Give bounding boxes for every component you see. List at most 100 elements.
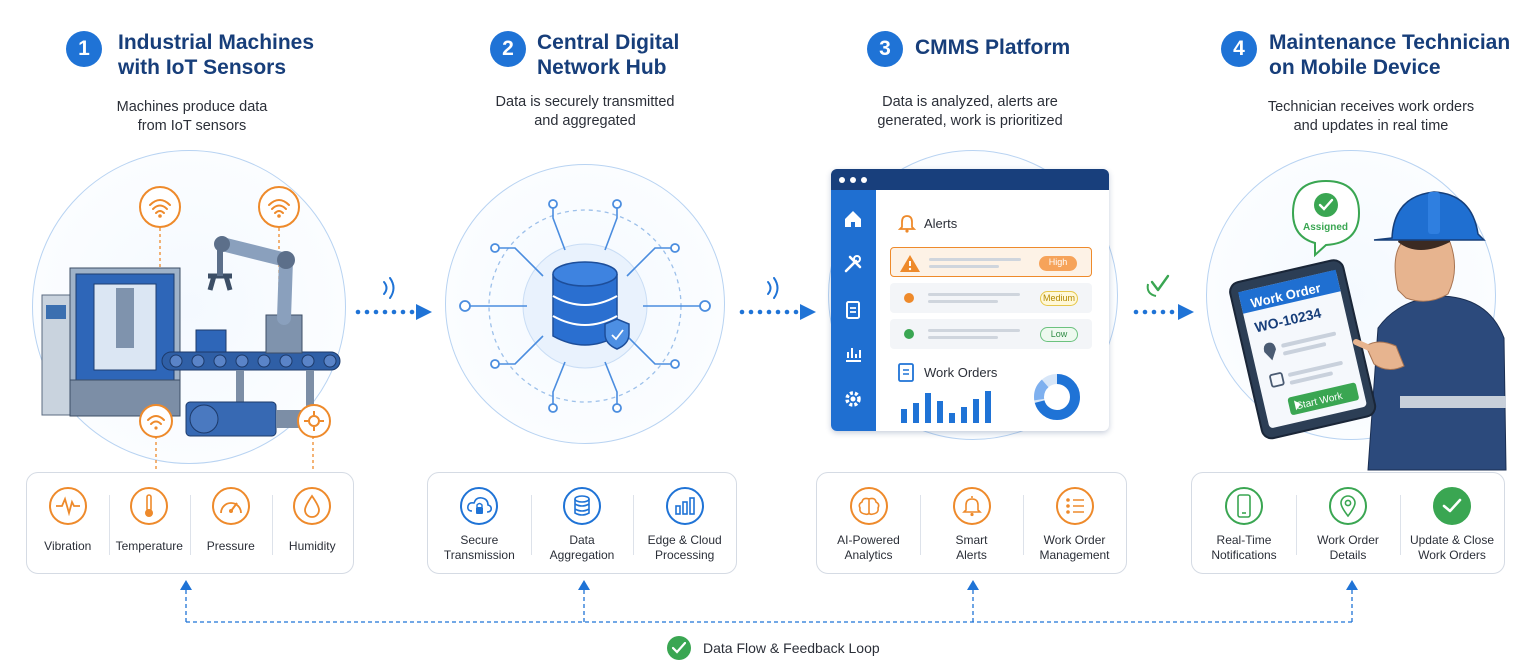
alerts-title: Alerts: [924, 216, 958, 231]
feature-label-line2: Aggregation: [549, 548, 615, 562]
phone-icon: [1225, 487, 1263, 525]
list-icon: [1055, 487, 1094, 525]
alert-row-medium[interactable]: Medium: [890, 283, 1092, 313]
step-3-desc-line2: generated, work is prioritized: [877, 113, 1063, 129]
step-2-title-line2: Network Hub: [537, 56, 667, 79]
priority-badge-medium: Medium: [1040, 291, 1078, 306]
gauge-icon: [211, 487, 250, 525]
wifi-sensor-icon: [139, 186, 181, 228]
database-icon: [563, 487, 601, 525]
alert-row-high[interactable]: High: [890, 247, 1092, 277]
gear-icon[interactable]: [842, 388, 864, 410]
assigned-label: Assigned: [1303, 222, 1349, 233]
step-3-description: Data is analyzed, alerts are generated, …: [855, 93, 1085, 131]
step-4-title-line1: Maintenance Technician: [1269, 31, 1511, 54]
wifi-sensor-icon: [139, 404, 173, 438]
feature-vibration: Vibration: [27, 473, 109, 573]
step-4-title-line2: on Mobile Device: [1269, 56, 1441, 79]
step-4-number: 4: [1221, 31, 1257, 67]
feature-label-line1: Smart: [955, 533, 988, 547]
feature-label-line1: Edge & Cloud: [647, 533, 722, 547]
feature-label-line1: Data: [569, 533, 595, 547]
flow-arrow-3: [1133, 274, 1194, 320]
status-dot-orange: [904, 293, 914, 303]
flow-arrow-2: [739, 277, 816, 320]
cloud-lock-icon: [460, 487, 499, 525]
warning-icon: [900, 255, 920, 272]
feedback-loop-label: Data Flow & Feedback Loop: [667, 636, 880, 660]
cmms-sidebar: [831, 190, 876, 431]
bell-icon: [952, 487, 991, 525]
feature-label-line1: Update & Close: [1409, 533, 1495, 547]
shield-icon: [604, 318, 630, 350]
step-1-description: Machines produce data from IoT sensors: [77, 98, 307, 136]
assigned-badge: [1291, 179, 1361, 257]
droplet-icon: [293, 487, 332, 525]
step-4-header: 4 Maintenance Technician on Mobile Devic…: [1221, 30, 1529, 80]
priority-badge-low: Low: [1040, 327, 1078, 342]
database-icon: [552, 261, 618, 346]
status-dot-green: [904, 329, 914, 339]
step-4-title: Maintenance Technician on Mobile Device: [1269, 30, 1529, 80]
alert-row-low[interactable]: Low: [890, 319, 1092, 349]
donut-chart: [1034, 374, 1080, 420]
home-icon[interactable]: [842, 208, 864, 230]
priority-badge-high: High: [1039, 256, 1077, 271]
step-3-header: 3 CMMS Platform: [867, 30, 1155, 67]
chart-icon[interactable]: [842, 342, 864, 364]
step-2-title-line1: Central Digital: [537, 31, 680, 54]
step-2-desc-line2: and aggregated: [534, 113, 636, 129]
feature-label-line2: Management: [1039, 548, 1110, 562]
feature-label: Vibration: [44, 539, 92, 553]
feature-label-line1: AI-Powered: [837, 533, 900, 547]
feature-label-line1: Real-Time: [1216, 533, 1272, 547]
machines-features-panel: Vibration Temperature Pressure Humidity: [26, 472, 354, 574]
feature-label: Humidity: [288, 539, 336, 553]
check-circle-icon: [667, 636, 691, 660]
step-1-header: 1 Industrial Machines with IoT Sensors: [66, 30, 358, 80]
check-icon: [1433, 487, 1471, 525]
feature-label-line2: Analytics: [844, 548, 893, 562]
step-2-header: 2 Central Digital Network Hub: [490, 30, 777, 80]
feature-label-line1: Secure: [460, 533, 499, 547]
feedback-loop-text: Data Flow & Feedback Loop: [703, 640, 880, 656]
step-1-number: 1: [66, 31, 102, 67]
feature-label-line2: Alerts: [956, 548, 987, 562]
wifi-sensor-icon: [258, 186, 300, 228]
bar-chart-icon: [665, 487, 704, 525]
feature-label-line1: Work Order: [1317, 533, 1379, 547]
feature-label-line2: Processing: [654, 548, 715, 562]
step-1-desc-line1: Machines produce data: [116, 99, 268, 115]
step-3-title-line1: CMMS Platform: [915, 36, 1071, 59]
tools-icon[interactable]: [842, 253, 864, 275]
step-3-number: 3: [867, 31, 903, 67]
step-4-description: Technician receives work orders and upda…: [1255, 98, 1487, 136]
feature-temperature: Temperature: [108, 473, 191, 573]
step-2-description: Data is securely transmitted and aggrega…: [470, 93, 700, 131]
feature-label-line1: Work Order: [1043, 533, 1106, 547]
step-4-desc-line2: and updates in real time: [1293, 118, 1449, 134]
network-hub-illustration: [459, 199, 711, 413]
flow-arrow-1: [355, 277, 432, 320]
clipboard-icon[interactable]: [842, 298, 864, 320]
step-3-desc-line1: Data is analyzed, alerts are: [882, 94, 1058, 110]
step-2-title: Central Digital Network Hub: [537, 30, 777, 80]
vibration-icon: [48, 487, 87, 525]
thermometer-icon: [130, 487, 169, 525]
